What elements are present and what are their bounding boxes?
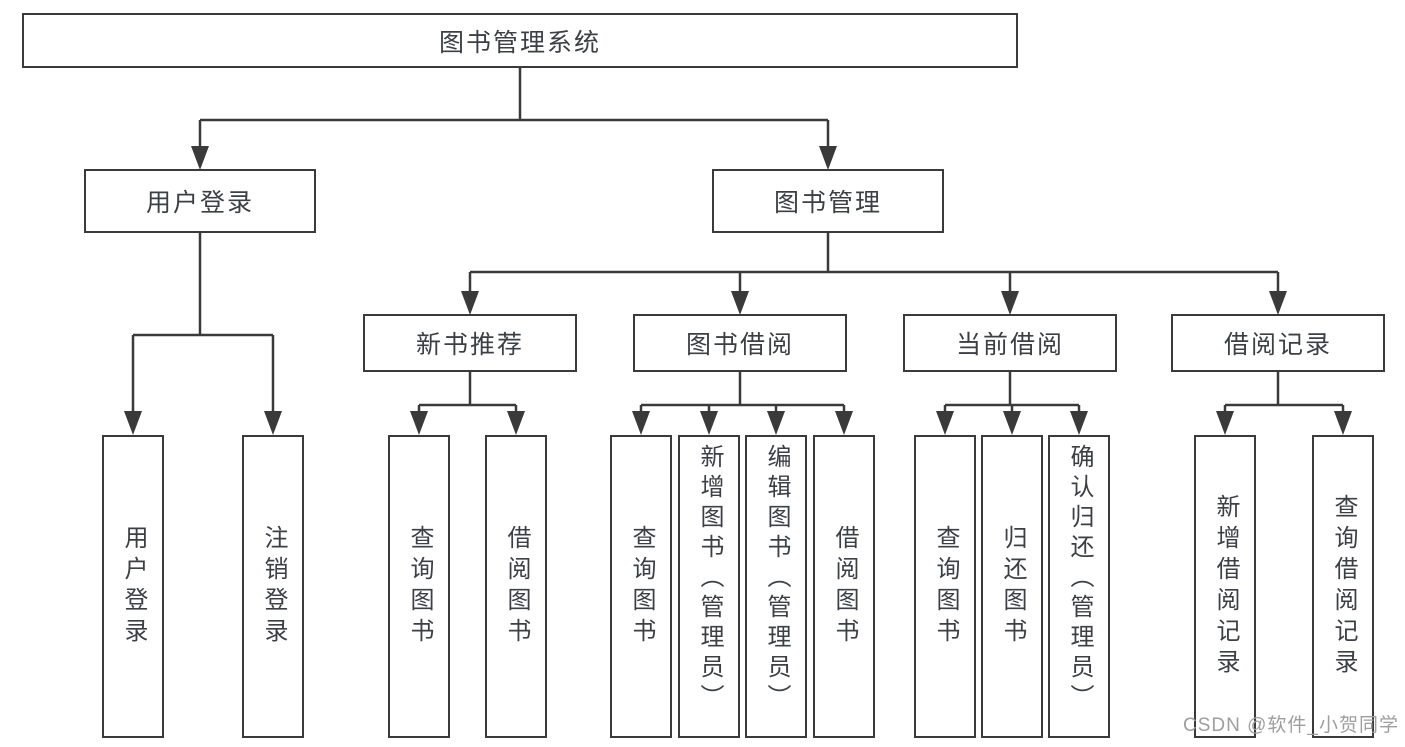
arrowhead-icon [632, 411, 650, 435]
connector-current-borrowing-bus [943, 372, 1081, 413]
node-label: 归还图书 [999, 524, 1026, 649]
node-function-query-books-recommend: 查询图书 [388, 435, 450, 738]
node-label: 新增图书（管理员） [696, 444, 723, 714]
node-label: 借阅记录 [1223, 331, 1332, 359]
node-function-user-login: 用户登录 [102, 435, 164, 738]
arrowhead-icon [1334, 411, 1352, 435]
node-branch-book-management: 图书管理 [712, 169, 944, 233]
arrowhead-icon [410, 411, 428, 435]
node-label: 新书推荐 [415, 331, 524, 359]
connector-root-bus [198, 68, 830, 150]
node-module-current-borrowing: 当前借阅 [903, 314, 1117, 372]
node-module-book-borrowing: 图书借阅 [633, 314, 847, 372]
node-label: 图书管理系统 [438, 28, 601, 57]
node-function-add-book-admin: 新增图书（管理员） [678, 435, 740, 738]
node-label: 查询借阅记录 [1330, 493, 1357, 680]
node-label: 图书借阅 [685, 331, 794, 359]
arrowhead-icon [124, 411, 142, 435]
arrowhead-icon [700, 411, 718, 435]
node-function-confirm-return-admin: 确认归还（管理员） [1048, 435, 1110, 738]
connector-book-management-bus [468, 233, 1280, 293]
connector-book-borrowing-bus [639, 372, 846, 413]
arrowhead-icon [191, 146, 209, 170]
node-function-return-books: 归还图书 [981, 435, 1043, 738]
node-label: 当前借阅 [955, 331, 1064, 359]
node-label: 确认归还（管理员） [1066, 444, 1093, 714]
arrowhead-icon [507, 411, 525, 435]
arrowhead-icon [1216, 411, 1234, 435]
arrowhead-icon [1003, 411, 1021, 435]
arrowhead-icon [731, 291, 749, 315]
node-label: 查询图书 [932, 524, 959, 649]
node-function-query-books-current: 查询图书 [914, 435, 976, 738]
node-label: 编辑图书（管理员） [763, 444, 790, 714]
arrowhead-icon [1070, 411, 1088, 435]
csdn-watermark: CSDN @软件_小贺同学 [1183, 715, 1399, 736]
node-label: 新增借阅记录 [1212, 493, 1239, 680]
node-module-new-book-recommendation: 新书推荐 [363, 314, 577, 372]
node-function-borrow-books-borrowing: 借阅图书 [813, 435, 875, 738]
node-label: 借阅图书 [831, 524, 858, 649]
node-module-borrowing-records: 借阅记录 [1171, 314, 1385, 372]
connector-user-login-bus [131, 233, 275, 413]
arrowhead-icon [936, 411, 954, 435]
node-label: 用户登录 [145, 189, 254, 217]
arrowhead-icon [461, 291, 479, 315]
node-label: 借阅图书 [503, 524, 530, 649]
arrowhead-icon [1001, 291, 1019, 315]
arrowhead-icon [1269, 291, 1287, 315]
arrowhead-icon [767, 411, 785, 435]
connector-new-book-bus [417, 372, 518, 413]
node-label: 查询图书 [406, 524, 433, 649]
arrowhead-icon [835, 411, 853, 435]
connector-borrowing-records-bus [1223, 372, 1345, 413]
node-label: 注销登录 [260, 524, 287, 649]
node-function-edit-book-admin: 编辑图书（管理员） [745, 435, 807, 738]
node-function-logout: 注销登录 [242, 435, 304, 738]
arrowhead-icon [264, 411, 282, 435]
node-root-system: 图书管理系统 [22, 13, 1018, 68]
node-label: 用户登录 [120, 524, 147, 649]
node-function-query-books-borrowing: 查询图书 [610, 435, 672, 738]
node-function-borrow-books-recommend: 借阅图书 [485, 435, 547, 738]
node-function-query-borrow-record: 查询借阅记录 [1312, 435, 1374, 738]
arrowhead-icon [819, 146, 837, 170]
node-label: 查询图书 [628, 524, 655, 649]
node-branch-user-login: 用户登录 [84, 169, 316, 233]
node-label: 图书管理 [773, 189, 882, 217]
node-function-add-borrow-record: 新增借阅记录 [1194, 435, 1256, 738]
